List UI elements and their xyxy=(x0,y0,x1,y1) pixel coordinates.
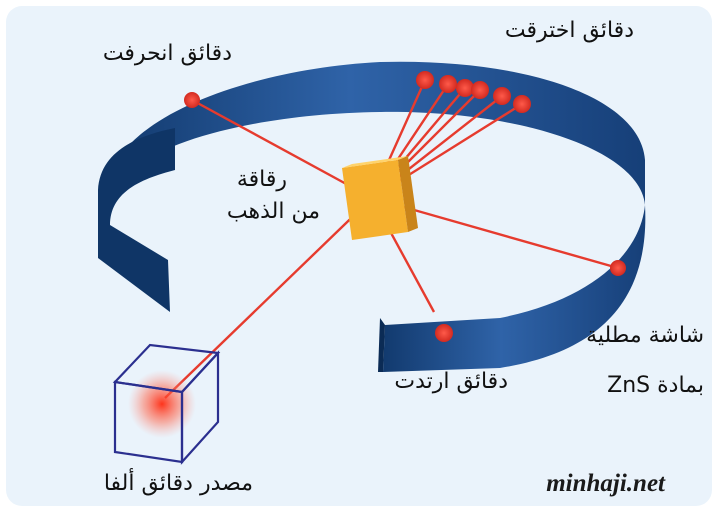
gold-foil-icon xyxy=(342,156,418,240)
label-screen-line1: شاشة مطلية xyxy=(586,323,704,348)
impact-spot-icon xyxy=(439,75,457,93)
impact-spot-icon xyxy=(493,87,511,105)
alpha-source-box-icon xyxy=(112,343,221,465)
impact-spot-icon xyxy=(610,260,626,276)
impact-spot-icon xyxy=(456,79,474,97)
zns-screen-front xyxy=(383,160,646,372)
watermark: minhaji.net xyxy=(546,470,665,497)
label-screen-line2: بمادة ZnS xyxy=(607,373,704,398)
zns-screen-front-edge xyxy=(378,318,385,372)
label-foil-line1: رقاقة xyxy=(236,167,287,192)
zns-screen-back xyxy=(108,61,645,205)
label-deflected: دقائق انحرفت xyxy=(102,41,232,66)
label-bounced: دقائق ارتدت xyxy=(394,369,508,394)
impact-spot-icon xyxy=(513,95,531,113)
impact-spot-icon xyxy=(471,81,489,99)
impact-spot-icon xyxy=(184,92,200,108)
zns-screen-left xyxy=(98,128,175,312)
incident-beam xyxy=(164,197,373,399)
deflected-beam xyxy=(191,98,373,200)
label-transmitted: دقائق اخترقت xyxy=(504,18,634,43)
label-source: مصدر دقائق ألفا xyxy=(103,471,253,496)
impact-spot-icon xyxy=(435,324,453,342)
label-foil-line2: من الذهب xyxy=(226,199,320,224)
impact-spots xyxy=(184,71,626,342)
impact-spot-icon xyxy=(416,71,434,89)
